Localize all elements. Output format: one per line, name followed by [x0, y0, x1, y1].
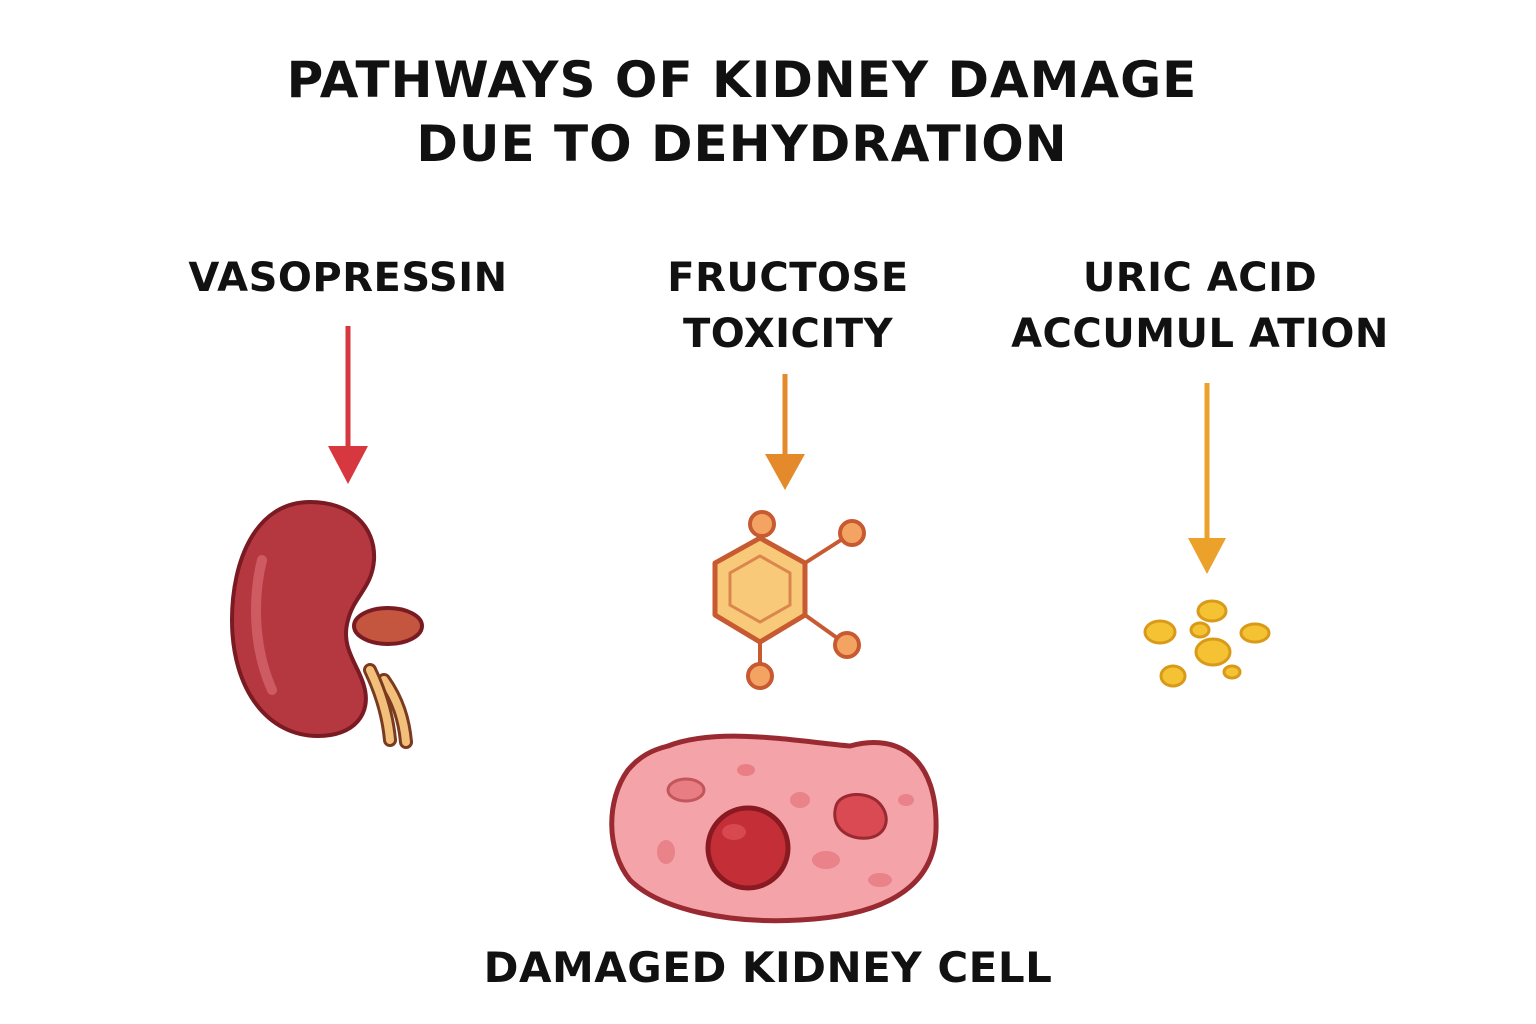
damaged-cell-icon — [609, 733, 939, 924]
pathway-label-fructose: FRUCTOSE TOXICITY — [618, 250, 958, 362]
pathway-label-uric-acid-line-2: ACCUMUL ATION — [1011, 311, 1389, 357]
title-line-1: PATHWAYS OF KIDNEY DAMAGE — [286, 51, 1198, 109]
pathway-label-uric-acid-line-1: URIC ACID — [1082, 255, 1318, 301]
arrow-fructose — [765, 374, 805, 490]
title-line-2: DUE TO DEHYDRATION — [416, 115, 1068, 173]
pathway-label-vasopressin-line-1: VASOPRESSIN — [188, 255, 508, 301]
pathway-label-uric-acid: URIC ACID ACCUMUL ATION — [980, 250, 1420, 362]
outcome-label-damaged-cell: DAMAGED KIDNEY CELL — [483, 943, 1053, 992]
fructose-molecule-icon — [712, 510, 866, 690]
pathway-label-fructose-line-1: FRUCTOSE — [667, 255, 909, 301]
pathway-label-vasopressin: VASOPRESSIN — [168, 250, 528, 306]
uric-acid-crystals-icon — [1143, 599, 1271, 688]
diagram-title: PATHWAYS OF KIDNEY DAMAGE DUE TO DEHYDRA… — [0, 48, 1484, 176]
arrow-uric-acid — [1188, 383, 1226, 574]
arrow-vasopressin — [328, 326, 368, 484]
kidney-icon — [229, 499, 424, 749]
pathway-label-fructose-line-2: TOXICITY — [682, 311, 894, 357]
